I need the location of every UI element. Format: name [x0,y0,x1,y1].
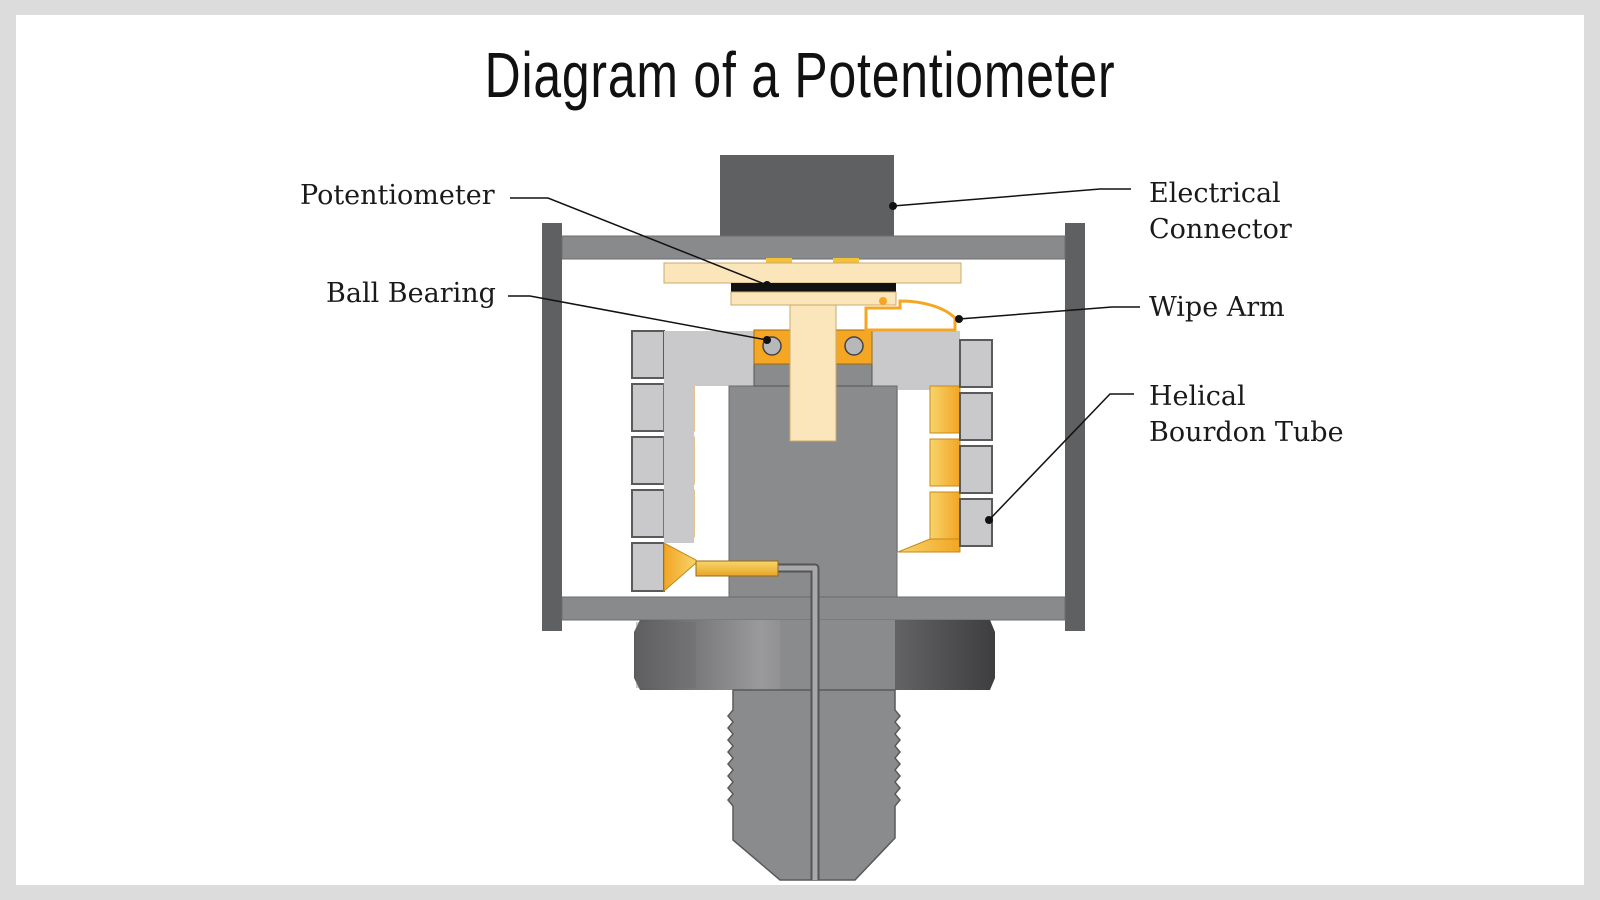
mount-tab [766,258,792,263]
bearing-housing-right [835,363,873,387]
ball-bearing-leader [508,295,768,341]
electrical-connector [720,155,894,237]
leader-lines [508,188,1140,521]
label-electrical-connector-line2: Connector [1149,214,1292,245]
nut-face-shade [636,622,696,688]
label-electrical-connector: Electrical Connector [1149,176,1292,248]
diagram-title: Diagram of a Potentiometer [484,39,1116,111]
frame-top-plate [561,235,1066,260]
wipe-arm-contact [879,297,887,305]
frame-left-post [542,223,562,631]
wipe-arm [864,299,957,332]
pressure-tube-inner [777,565,818,880]
left-inner-housing [664,331,760,543]
label-helical-bourdon-tube-line1: Helical [1149,381,1246,412]
right-coil-stack [959,339,993,547]
bearing-housing-left [753,363,791,387]
label-helical-bourdon-tube: Helical Bourdon Tube [1149,379,1344,451]
potentiometer-plate [663,262,962,284]
left-coil-stack [631,330,665,592]
frame-right-post [1065,223,1085,631]
wipe-arm-leader [958,306,1140,320]
ball-bearing-left [753,329,791,365]
nut-neck [780,620,895,690]
leader-dots [763,202,993,524]
label-helical-bourdon-tube-line2: Bourdon Tube [1149,417,1344,448]
label-potentiometer: Potentiometer [300,180,495,211]
label-electrical-connector-line1: Electrical [1149,178,1281,209]
potentiometer-base [730,291,897,306]
label-wipe-arm: Wipe Arm [1149,292,1285,323]
shaft [789,304,837,442]
right-coil-yellow [897,385,961,553]
electrical-connector-leader [892,188,1131,207]
potentiometer-resistor [731,283,896,292]
ball-bearing-right [835,329,873,365]
tube-connector [695,560,779,577]
potentiometer-leader [510,197,768,286]
mount-tab [833,258,859,263]
label-ball-bearing: Ball Bearing [326,278,496,309]
helical-bourdon-tube-leader [988,393,1134,521]
